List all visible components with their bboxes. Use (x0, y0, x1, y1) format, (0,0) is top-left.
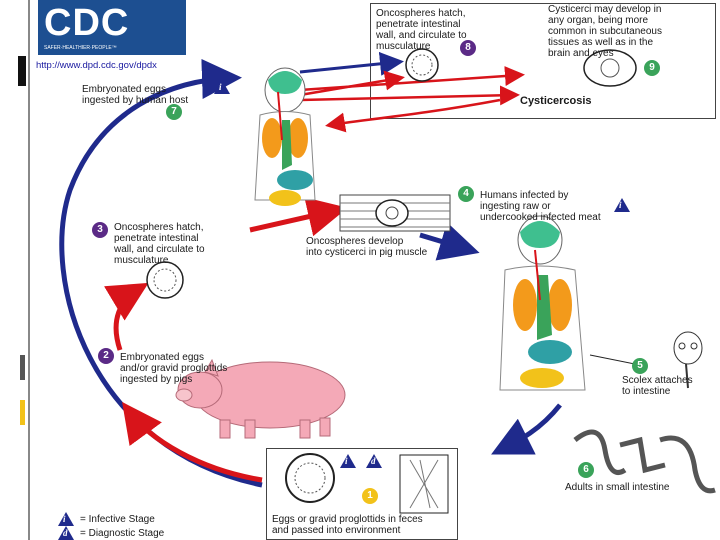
oncosphere-step3 (146, 261, 184, 299)
legend-infective-label: = Infective Stage (80, 514, 155, 525)
connector-scolex (589, 354, 641, 366)
arrow-red-3 (299, 70, 405, 97)
diagnostic-stage-icon-1: d (366, 454, 382, 468)
step-number-5: 5 (632, 358, 648, 374)
human-figure-right (499, 215, 586, 391)
pig-figure (175, 358, 346, 439)
cysticercosis-title: Cysticercosis (520, 95, 592, 107)
step-number-9: 9 (644, 60, 660, 76)
adult-worms (573, 429, 716, 494)
frame-bar-accent (20, 355, 25, 380)
cysticercosis-box (370, 3, 716, 119)
egg-bottom (285, 453, 335, 503)
oncosphere-step8 (405, 48, 439, 82)
step-number-3: 3 (92, 222, 108, 238)
step-number-1: 1 (362, 488, 378, 504)
step-text-2: Embryonated eggs and/or gravid proglotti… (120, 352, 228, 385)
arrow-red-1 (299, 66, 525, 92)
logo-tagline: SAFER·HEALTHIER·PEOPLE™ (44, 45, 117, 51)
arrow-red-2 (299, 85, 520, 106)
step-number-7: 7 (166, 104, 182, 120)
arrow-navy-down (491, 403, 562, 455)
legend-diagnostic-label: = Diagnostic Stage (80, 528, 165, 539)
pig-muscle-label: Oncospheres develop into cysticerci in p… (306, 236, 428, 258)
step-text-8: Oncospheres hatch, penetrate intestinal … (376, 8, 467, 52)
step-number-6: 6 (578, 462, 594, 478)
infective-stage-icon-1: i (340, 454, 356, 468)
step-text-3: Oncospheres hatch, penetrate intestinal … (114, 222, 205, 266)
frame-bar-black (18, 56, 26, 86)
step-text-6: Adults in small intestine (565, 482, 670, 493)
step-text-7: Embryonated eggs ingested by human host (82, 84, 189, 106)
step-text-4: Humans infected by ingesting raw or unde… (480, 190, 601, 223)
arrow-red-back (325, 98, 501, 133)
cysticercus-step9 (583, 49, 637, 87)
step-text-9: Cysticerci may develop in any organ, bei… (548, 4, 662, 59)
cdc-logo: CDC SAFER·HEALTHIER·PEOPLE™ (38, 0, 186, 55)
arrow-red-muscle (249, 197, 348, 237)
step-number-4: 4 (458, 186, 474, 202)
human-figure-top (254, 67, 316, 206)
legend-infective-icon: i (58, 512, 74, 526)
arrow-red-to-pig (122, 401, 263, 483)
infective-stage-icon-7: i (214, 80, 230, 94)
infective-stage-icon-4: i (614, 198, 630, 212)
step-number-2: 2 (98, 348, 114, 364)
legend-diagnostic-icon: d (58, 526, 74, 540)
step-text-1: Eggs or gravid proglottids in feces and … (272, 514, 423, 536)
proglottid-bottom (399, 454, 449, 514)
arrow-navy-human (419, 222, 480, 261)
pig-muscle (339, 194, 451, 232)
arrow-red-up (103, 282, 149, 351)
logo-text: CDC (44, 2, 130, 44)
scolex (673, 331, 703, 389)
frame-bar-yellow (20, 400, 25, 425)
step-text-5: Scolex attaches to intestine (622, 375, 693, 397)
arrow-navy-top (299, 51, 404, 76)
source-url[interactable]: http://www.dpd.cdc.gov/dpdx (36, 60, 157, 71)
frame-line-top (28, 0, 30, 540)
step-number-8: 8 (460, 40, 476, 56)
